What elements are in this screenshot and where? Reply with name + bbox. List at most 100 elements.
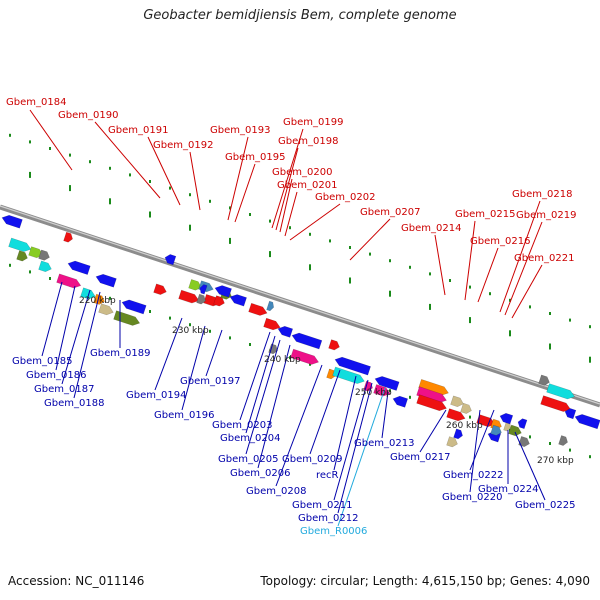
gene-feature[interactable]: [453, 428, 464, 440]
gene-label-bottom[interactable]: Gbem_0205: [218, 454, 278, 465]
gene-feature[interactable]: [113, 310, 142, 328]
gene-feature[interactable]: [499, 412, 514, 425]
gene-feature[interactable]: [460, 402, 473, 415]
gene-label-bottom[interactable]: Gbem_0196: [154, 410, 214, 421]
gene-label-top[interactable]: Gbem_0216: [470, 236, 530, 247]
gene-label-top[interactable]: Gbem_0193: [210, 125, 270, 136]
gene-feature[interactable]: [538, 374, 551, 387]
gene-feature[interactable]: [446, 436, 459, 449]
gene-feature[interactable]: [8, 237, 33, 253]
scale-label: 220 kbp: [79, 296, 116, 306]
gene-label-bottom[interactable]: Gbem_0189: [90, 348, 150, 359]
gene-feature[interactable]: [178, 289, 201, 305]
gene-feature[interactable]: [1, 213, 23, 229]
gene-feature[interactable]: [56, 273, 83, 290]
gene-feature[interactable]: [277, 324, 294, 338]
gene-feature[interactable]: [416, 386, 448, 405]
gene-feature[interactable]: [373, 384, 392, 398]
gene-feature[interactable]: [188, 279, 203, 291]
gene-feature[interactable]: [328, 339, 341, 352]
gene-feature[interactable]: [517, 418, 528, 430]
gene-label-bottom[interactable]: recR: [316, 470, 339, 481]
gene-feature[interactable]: [263, 317, 282, 332]
gene-feature[interactable]: [98, 303, 115, 317]
gene-label-bottom[interactable]: Gbem_0203: [212, 420, 272, 431]
gene-label-top[interactable]: Gbem_0214: [401, 223, 461, 234]
gene-label-bottom[interactable]: Gbem_R0006: [300, 526, 367, 537]
label-leader: [337, 382, 373, 514]
gene-feature[interactable]: [508, 424, 523, 437]
label-leader: [181, 325, 206, 411]
gene-label-bottom[interactable]: Gbem_0197: [180, 376, 240, 387]
gene-label-bottom[interactable]: Gbem_0213: [354, 438, 414, 449]
gene-feature[interactable]: [374, 374, 400, 391]
gene-feature[interactable]: [418, 379, 450, 397]
gene-feature[interactable]: [291, 331, 323, 350]
gene-feature[interactable]: [121, 298, 147, 315]
gene-label-top[interactable]: Gbem_0215: [455, 209, 515, 220]
gene-feature[interactable]: [416, 394, 448, 413]
gene-feature[interactable]: [574, 412, 600, 430]
gene-label-top[interactable]: Gbem_0195: [225, 152, 285, 163]
gene-feature[interactable]: [446, 408, 467, 423]
gene-feature[interactable]: [214, 284, 232, 298]
gene-feature[interactable]: [38, 249, 51, 262]
gene-label-bottom[interactable]: Gbem_0186: [26, 370, 86, 381]
gene-feature[interactable]: [450, 395, 465, 408]
gene-feature[interactable]: [564, 407, 577, 420]
gene-label-bottom[interactable]: Gbem_0194: [126, 390, 186, 401]
gene-label-bottom[interactable]: Gbem_0206: [230, 468, 290, 479]
gene-feature[interactable]: [490, 424, 503, 437]
gene-feature[interactable]: [153, 283, 168, 296]
gene-feature[interactable]: [93, 293, 106, 306]
gene-feature[interactable]: [63, 231, 74, 243]
gene-feature[interactable]: [290, 348, 320, 366]
gene-label-top[interactable]: Gbem_0200: [272, 167, 332, 178]
gene-feature[interactable]: [196, 293, 207, 305]
gene-feature[interactable]: [229, 293, 247, 307]
gene-feature[interactable]: [334, 355, 371, 376]
gene-label-bottom[interactable]: Gbem_0225: [515, 500, 575, 511]
gene-feature[interactable]: [326, 368, 337, 380]
gene-feature[interactable]: [332, 366, 366, 386]
gene-feature[interactable]: [80, 287, 97, 301]
gene-label-bottom[interactable]: Gbem_0222: [443, 470, 503, 481]
gene-label-top[interactable]: Gbem_0218: [512, 189, 572, 200]
gene-label-bottom[interactable]: Gbem_0217: [390, 452, 450, 463]
gene-label-top[interactable]: Gbem_0199: [283, 117, 343, 128]
gene-label-bottom[interactable]: Gbem_0185: [12, 356, 72, 367]
gene-label-bottom[interactable]: Gbem_0208: [246, 486, 306, 497]
gene-feature[interactable]: [518, 436, 531, 448]
gene-label-top[interactable]: Gbem_0191: [108, 125, 168, 136]
gene-label-top[interactable]: Gbem_0192: [153, 140, 213, 151]
gene-feature[interactable]: [546, 383, 576, 401]
gene-feature[interactable]: [67, 259, 91, 275]
label-leader: [147, 136, 181, 206]
gene-label-top[interactable]: Gbem_0190: [58, 110, 118, 121]
gene-feature[interactable]: [164, 253, 177, 266]
gene-label-bottom[interactable]: Gbem_0211: [292, 500, 352, 511]
gene-label-top[interactable]: Gbem_0184: [6, 97, 66, 108]
gene-feature[interactable]: [16, 250, 29, 263]
gene-label-bottom[interactable]: Gbem_0204: [220, 433, 280, 444]
gene-label-top[interactable]: Gbem_0221: [514, 253, 574, 264]
gene-label-bottom[interactable]: Gbem_0188: [44, 398, 104, 409]
gene-label-bottom[interactable]: Gbem_0187: [34, 384, 94, 395]
gene-label-top[interactable]: Gbem_0219: [516, 210, 576, 221]
gene-label-bottom[interactable]: Gbem_0224: [478, 484, 538, 495]
gene-feature[interactable]: [392, 394, 409, 408]
gene-label-bottom[interactable]: Gbem_0220: [442, 492, 502, 503]
gene-feature[interactable]: [199, 284, 208, 295]
gene-feature[interactable]: [95, 272, 117, 288]
gene-feature[interactable]: [266, 300, 276, 312]
gene-feature[interactable]: [558, 435, 569, 447]
gene-label-top[interactable]: Gbem_0202: [315, 192, 375, 203]
gene-label-top[interactable]: Gbem_0207: [360, 207, 420, 218]
gene-label-bottom[interactable]: Gbem_0212: [298, 513, 358, 524]
gene-label-bottom[interactable]: Gbem_0209: [282, 454, 342, 465]
label-leader: [245, 339, 281, 455]
gene-feature[interactable]: [38, 260, 53, 273]
gene-label-top[interactable]: Gbem_0201: [277, 180, 337, 191]
gene-feature[interactable]: [248, 302, 269, 317]
gene-label-top[interactable]: Gbem_0198: [278, 136, 338, 147]
